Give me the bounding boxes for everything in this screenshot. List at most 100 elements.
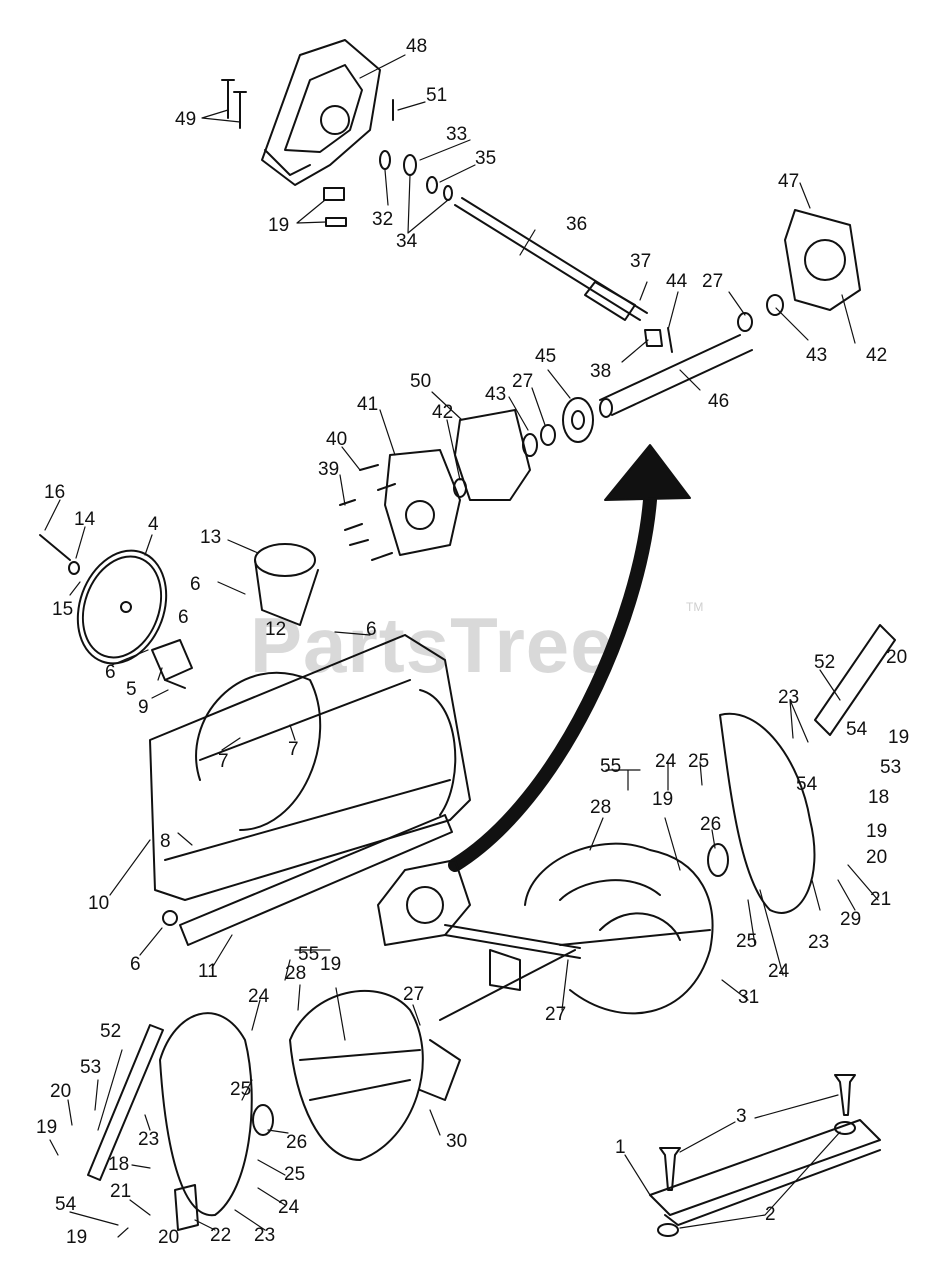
callout-1: 1 <box>615 1137 626 1158</box>
callout-42: 42 <box>866 345 888 366</box>
pulley-4 <box>76 549 168 665</box>
callout-30: 30 <box>446 1131 468 1152</box>
callout-15: 15 <box>52 599 74 620</box>
callout-7: 7 <box>218 751 229 772</box>
callout-55: 55 <box>600 756 622 777</box>
gearbox-housing-left <box>261 39 381 186</box>
callout-52: 52 <box>100 1021 122 1042</box>
callout-24: 24 <box>768 961 790 982</box>
callout-25: 25 <box>284 1164 306 1185</box>
callout-6: 6 <box>178 607 189 628</box>
callout-16: 16 <box>44 482 66 503</box>
bolt-16 <box>39 534 71 561</box>
callout-20: 20 <box>50 1081 72 1102</box>
carriage-bolts-3 <box>659 1074 856 1191</box>
callout-54: 54 <box>846 719 868 740</box>
washers-32-35 <box>379 150 453 201</box>
callout-11: 11 <box>198 961 218 982</box>
bearing-26-left <box>252 1104 274 1136</box>
spacer-38 <box>644 329 663 347</box>
callout-13: 13 <box>200 527 222 548</box>
callout-3: 3 <box>736 1106 747 1127</box>
callout-43: 43 <box>806 345 828 366</box>
callout-52: 52 <box>814 652 836 673</box>
callout-45: 45 <box>535 346 557 367</box>
callout-5: 5 <box>126 679 137 700</box>
auger-shaft-46 <box>599 334 753 418</box>
skid-shoe-52-left <box>87 1024 164 1181</box>
callout-21: 21 <box>870 889 892 910</box>
callout-32: 32 <box>372 209 394 230</box>
callout-33: 33 <box>446 124 468 145</box>
auger-flight-right-31 <box>524 842 714 1015</box>
callout-18: 18 <box>868 787 890 808</box>
callout-20: 20 <box>866 847 888 868</box>
callout-40: 40 <box>326 429 348 450</box>
washer-27-mid <box>540 424 556 446</box>
callout-55: 55 <box>298 944 320 965</box>
callout-31: 31 <box>738 987 760 1008</box>
callout-51: 51 <box>426 85 448 106</box>
callout-20: 20 <box>886 647 908 668</box>
callout-48: 48 <box>406 36 428 57</box>
callout-19: 19 <box>36 1117 58 1138</box>
nuts-2 <box>657 1121 856 1237</box>
callout-6: 6 <box>130 954 141 975</box>
skid-shoe-52-right <box>814 624 896 736</box>
nuts-19-top <box>323 187 347 227</box>
bracket-22 <box>174 1184 199 1231</box>
washer-14 <box>68 561 80 575</box>
callout-37: 37 <box>630 251 652 272</box>
direction-arrow <box>448 444 691 872</box>
shave-plate-1 <box>649 1119 881 1226</box>
callout-44: 44 <box>666 271 688 292</box>
callout-41: 41 <box>357 394 379 415</box>
callout-25: 25 <box>688 751 710 772</box>
callout-38: 38 <box>590 361 612 382</box>
callout-14: 14 <box>74 509 96 530</box>
scraper-bar-11 <box>179 814 453 946</box>
callout-28: 28 <box>590 797 612 818</box>
worm-gear-45 <box>562 397 594 443</box>
key-44 <box>667 327 673 353</box>
callout-46: 46 <box>708 391 730 412</box>
callout-36: 36 <box>566 214 588 235</box>
callout-49: 49 <box>175 109 197 130</box>
callout-19: 19 <box>888 727 910 748</box>
callout-34: 34 <box>396 231 418 252</box>
callout-6: 6 <box>105 662 116 683</box>
bearing-flange-5 <box>151 639 193 681</box>
callout-53: 53 <box>80 1057 102 1078</box>
callout-50: 50 <box>410 371 432 392</box>
callout-27: 27 <box>545 1004 567 1025</box>
callout-9: 9 <box>138 697 149 718</box>
gearbox-cover-41 <box>384 449 467 556</box>
callout-28: 28 <box>285 963 307 984</box>
callout-19: 19 <box>66 1227 88 1248</box>
worm-shaft-36 <box>454 197 648 321</box>
bearing-9 <box>164 679 186 689</box>
callout-47: 47 <box>778 171 800 192</box>
side-plate-left <box>159 1012 253 1217</box>
callout-42: 42 <box>432 402 454 423</box>
callout-2: 2 <box>765 1204 776 1225</box>
callout-25: 25 <box>230 1079 252 1100</box>
callout-39: 39 <box>318 459 340 480</box>
side-plate-right <box>719 712 816 914</box>
callout-29: 29 <box>840 909 862 930</box>
callout-7: 7 <box>288 739 299 760</box>
callout-26: 26 <box>700 814 722 835</box>
callout-6: 6 <box>366 619 377 640</box>
callout-23: 23 <box>254 1225 276 1246</box>
callout-23: 23 <box>138 1129 160 1150</box>
callout-19: 19 <box>866 821 888 842</box>
auger-flight-left-30 <box>289 989 461 1161</box>
callout-12: 12 <box>265 619 287 640</box>
callout-18: 18 <box>108 1154 130 1175</box>
callout-24: 24 <box>655 751 677 772</box>
callout-25: 25 <box>736 931 758 952</box>
bolts-49 <box>221 79 247 129</box>
callout-23: 23 <box>778 687 800 708</box>
